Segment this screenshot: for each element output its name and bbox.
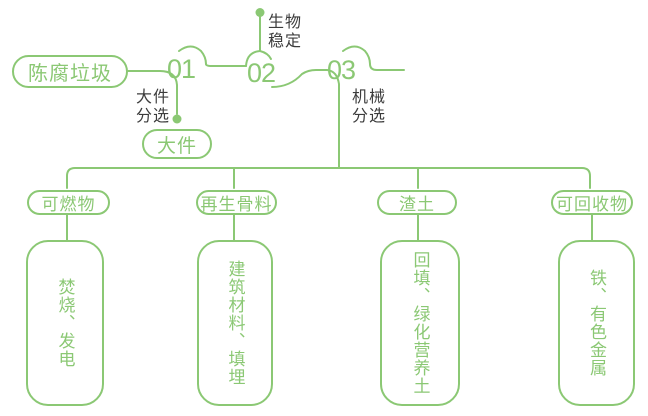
node-dot-bio	[255, 8, 265, 17]
source-node: 陈腐垃圾	[12, 55, 128, 88]
bus-line	[66, 167, 591, 189]
result-box-building-materials: 建筑材料、填埋	[197, 240, 273, 406]
flow-arc-03	[342, 45, 371, 65]
flow-bump-02-right	[259, 50, 272, 60]
node-dot-bulky	[172, 114, 182, 124]
category-pill-slag-soil: 渣土	[377, 190, 457, 215]
flow-line-after-03	[369, 63, 405, 71]
step-label-mechanical-sorting: 机械分选	[352, 89, 387, 125]
drop-line-03	[326, 69, 340, 169]
category-label: 再生骨料	[200, 195, 273, 214]
flow-arc-01	[178, 45, 207, 65]
bulky-output-label: 大件	[156, 135, 197, 157]
result-box-metals: 铁、有色金属	[558, 240, 635, 406]
result-box-backfill: 回填、绿化营养土	[380, 240, 460, 406]
flow-line-source-to-01	[127, 70, 178, 115]
step-label-bulky-sorting: 大件分选	[136, 89, 171, 125]
category-label: 可回收物	[556, 195, 628, 214]
step-number-01: 01	[167, 54, 196, 84]
step-label-bio-stabilization: 生物稳定	[268, 14, 303, 50]
category-label: 可燃物	[41, 195, 96, 214]
flow-line-02-to-03	[271, 69, 328, 88]
result-text: 焚烧、发电	[55, 278, 75, 368]
category-pill-recyclables: 可回收物	[551, 190, 633, 215]
flow-bump-02-left	[245, 50, 261, 67]
result-text: 铁、有色金属	[587, 269, 606, 377]
source-label: 陈腐垃圾	[28, 63, 112, 85]
step-number-02: 02	[247, 58, 276, 88]
category-pill-recycled-aggregate: 再生骨料	[196, 190, 277, 215]
bulky-output-node: 大件	[142, 129, 212, 159]
category-label: 渣土	[399, 195, 435, 214]
category-pill-combustibles: 可燃物	[27, 190, 110, 215]
step-number-03: 03	[327, 55, 356, 85]
flow-line-01-to-02	[205, 63, 247, 67]
result-box-incineration: 焚烧、发电	[26, 240, 104, 406]
result-text: 建筑材料、填埋	[225, 260, 245, 386]
result-text: 回填、绿化营养土	[410, 251, 430, 395]
